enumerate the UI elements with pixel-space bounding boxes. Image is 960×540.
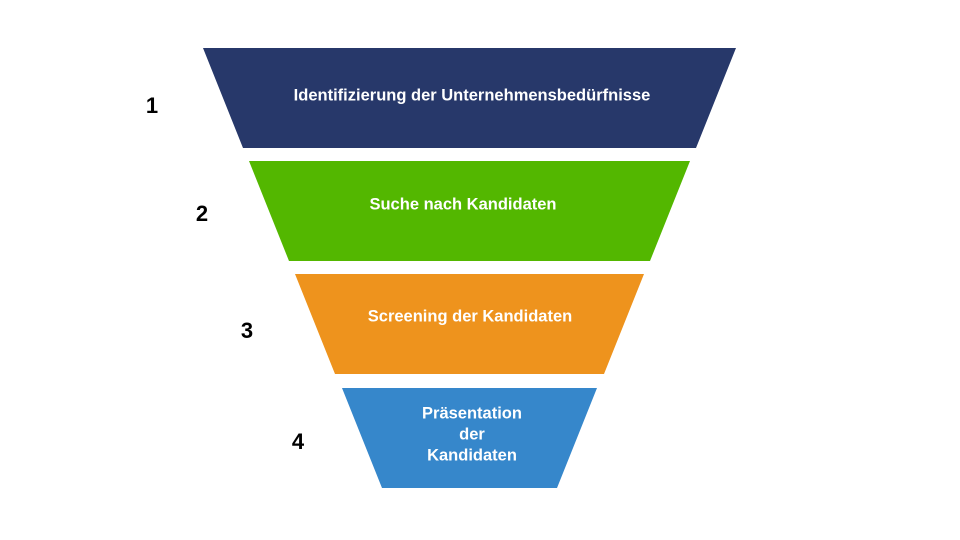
stage-4-number: 4 [291, 429, 305, 454]
stage-2-label: Suche nach Kandidaten [369, 195, 557, 214]
funnel-stage-1 [203, 48, 736, 148]
stage-4-label-line-2: der [459, 425, 485, 444]
stage-1-number: 1 [145, 93, 159, 118]
funnel-stage-3 [295, 274, 644, 374]
stage-4-label-line-3: Kandidaten [427, 446, 517, 465]
stage-3-label: Screening der Kandidaten [367, 307, 573, 326]
stage-2-number: 2 [195, 201, 209, 226]
stage-4-label: Präsentation der Kandidaten [402, 404, 542, 467]
funnel-stage-2 [249, 161, 690, 261]
stage-1-label: Identifizierung der Unternehmensbedürfni… [293, 86, 651, 105]
funnel-stage-4 [342, 388, 597, 488]
stage-3-number: 3 [240, 318, 254, 343]
stage-4-label-line-1: Präsentation [422, 404, 522, 423]
